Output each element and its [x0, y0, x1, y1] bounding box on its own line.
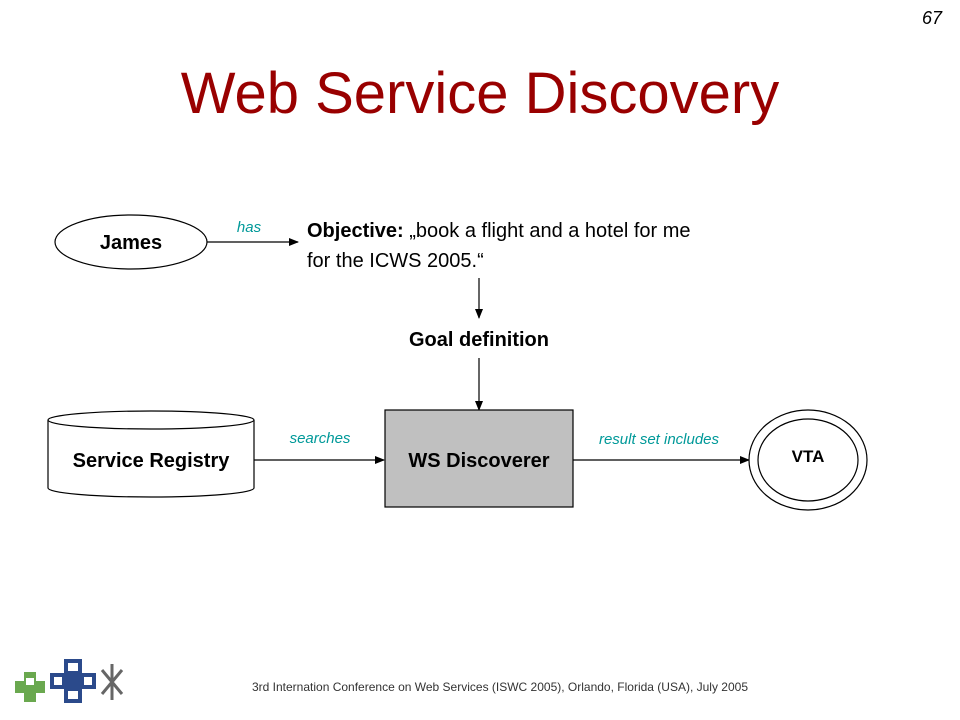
grey-knot-logo-icon	[100, 664, 124, 700]
service-registry-label: Service Registry	[73, 450, 231, 472]
objective-text: Objective: „book a flight and a hotel fo…	[307, 216, 707, 276]
objective-value: „book a flight and a hotel for me for th…	[307, 220, 691, 272]
footer-text: 3rd Internation Conference on Web Servic…	[251, 680, 748, 694]
service-registry-node	[47, 410, 255, 498]
ws-discoverer-node	[384, 409, 574, 508]
objective-label: Objective:	[307, 220, 404, 242]
slide-title: Web Service Discovery	[180, 61, 780, 126]
green-cross-logo-icon	[15, 672, 45, 702]
blue-cross-logo-icon	[50, 659, 96, 703]
has-edge-label: has	[237, 219, 262, 236]
vta-inner-ellipse	[757, 418, 859, 502]
searches-edge-label: searches	[290, 430, 351, 447]
ws-discoverer-label: WS Discoverer	[408, 450, 549, 472]
page-number: 67	[921, 8, 942, 28]
goal-definition-label: Goal definition	[409, 329, 549, 351]
james-label: James	[100, 232, 162, 254]
vta-label: VTA	[792, 447, 825, 466]
project-logos	[15, 659, 124, 703]
result-set-edge-label: result set includes	[599, 431, 720, 448]
